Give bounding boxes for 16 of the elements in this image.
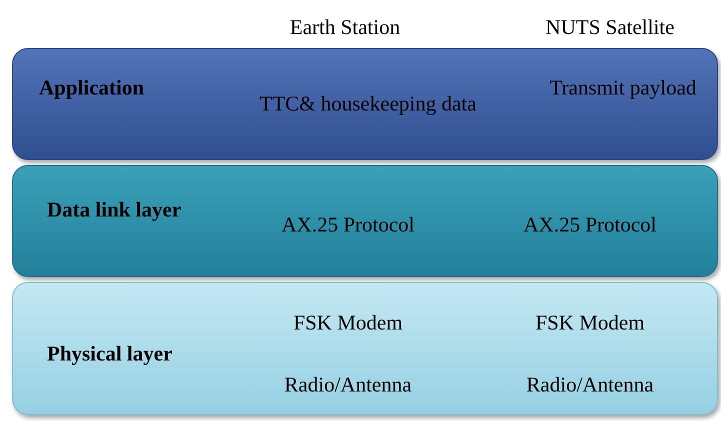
- cell-text: AX.25 Protocol: [280, 212, 416, 238]
- layer-name: Physical layer: [47, 340, 172, 368]
- cell-text: AX.25 Protocol: [522, 212, 658, 238]
- cell-text: Transmit payload: [548, 74, 698, 102]
- layer-name: Data link layer: [47, 196, 182, 224]
- cell-text: Radio/Antenna: [525, 372, 655, 398]
- cell-text: TTC& housekeeping data: [258, 90, 478, 118]
- column-header: NUTS Satellite: [544, 14, 676, 40]
- layer-name: Application: [39, 74, 144, 102]
- cell-text: FSK Modem: [292, 310, 404, 336]
- layer-band: [12, 282, 718, 415]
- cell-text: FSK Modem: [534, 310, 646, 336]
- cell-text: Radio/Antenna: [283, 372, 413, 398]
- layer-band: [12, 48, 718, 160]
- column-header: Earth Station: [288, 14, 402, 40]
- layer-band: [12, 165, 718, 277]
